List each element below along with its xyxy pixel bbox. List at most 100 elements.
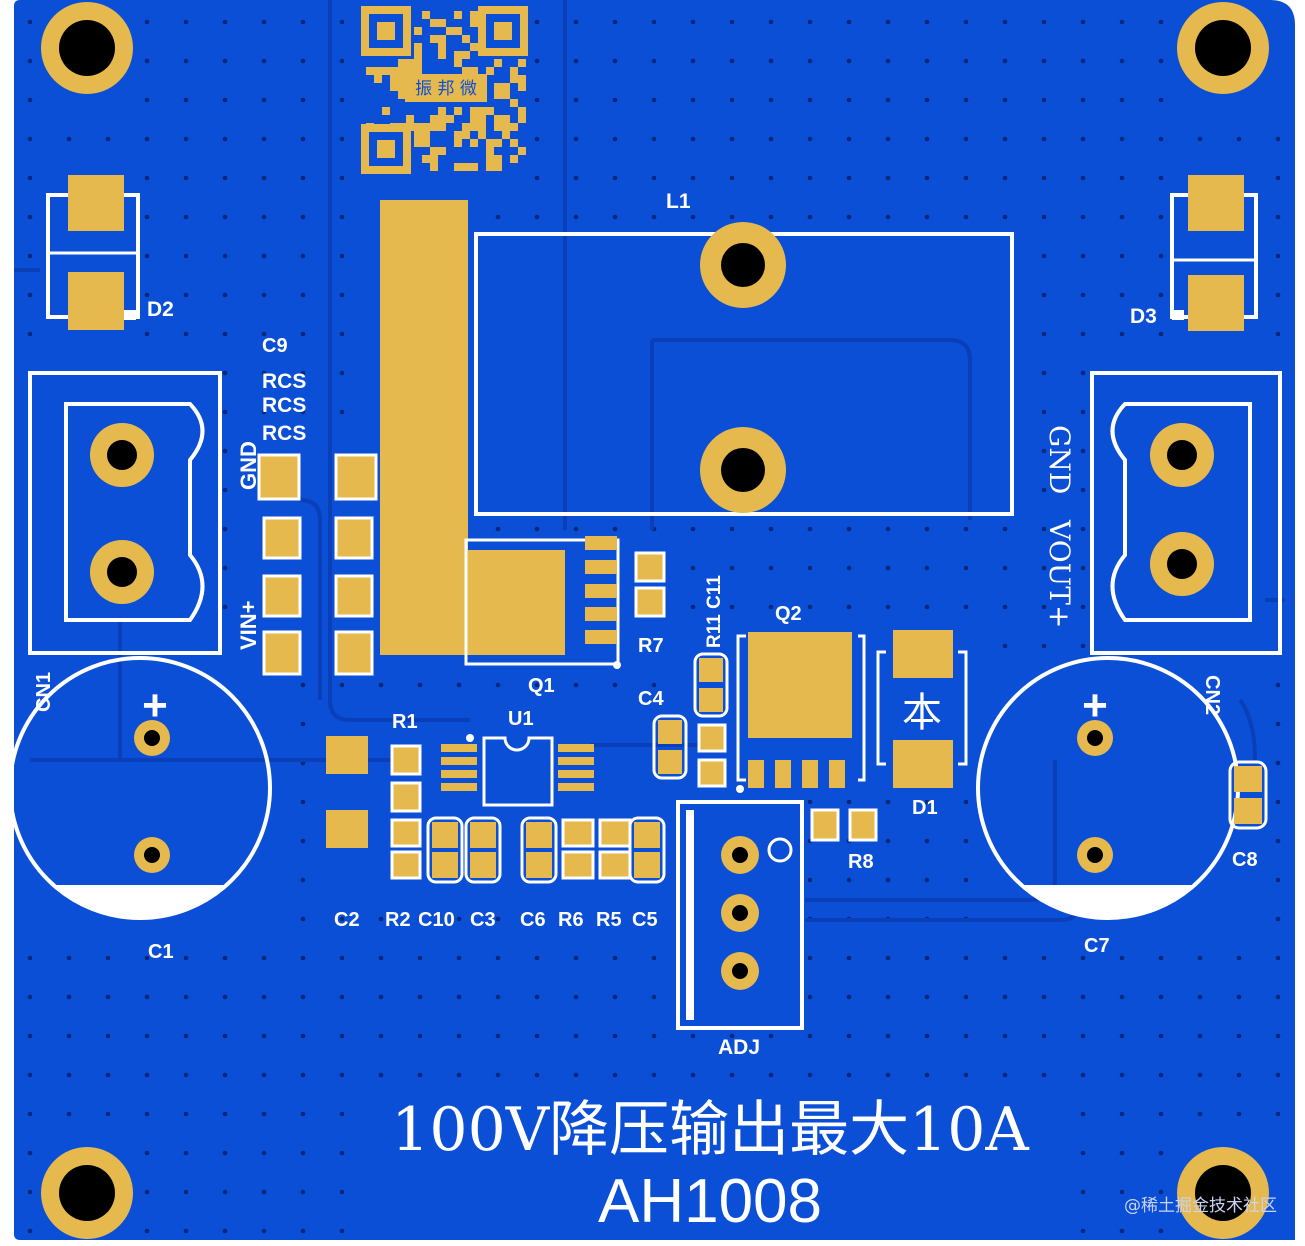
label-D2: D2 bbox=[147, 298, 174, 321]
via bbox=[846, 526, 852, 532]
via bbox=[1236, 1033, 1242, 1039]
via bbox=[1158, 292, 1164, 298]
via bbox=[495, 214, 501, 220]
via bbox=[1236, 955, 1242, 961]
via bbox=[573, 916, 579, 922]
label-C8: C8 bbox=[1232, 849, 1258, 871]
via-grid bbox=[27, 19, 1281, 1234]
via bbox=[27, 253, 33, 259]
via bbox=[1080, 955, 1086, 961]
via bbox=[807, 565, 813, 571]
qr-module bbox=[422, 131, 430, 139]
via bbox=[1158, 253, 1164, 259]
via bbox=[1041, 487, 1047, 493]
via bbox=[222, 253, 228, 259]
via bbox=[573, 136, 579, 142]
via bbox=[27, 1228, 33, 1234]
via bbox=[807, 877, 813, 883]
via bbox=[963, 1072, 969, 1078]
via bbox=[183, 994, 189, 1000]
via bbox=[729, 58, 735, 64]
via bbox=[27, 1033, 33, 1039]
qr-module bbox=[406, 115, 414, 123]
via bbox=[183, 1228, 189, 1234]
qr-module bbox=[454, 27, 462, 35]
via bbox=[1119, 58, 1125, 64]
via bbox=[1080, 19, 1086, 25]
via bbox=[300, 721, 306, 727]
label-U1: U1 bbox=[508, 708, 534, 730]
via bbox=[1119, 994, 1125, 1000]
via bbox=[378, 955, 384, 961]
qr-module bbox=[414, 59, 422, 67]
qr-module bbox=[414, 131, 422, 139]
via bbox=[807, 604, 813, 610]
via bbox=[807, 58, 813, 64]
via bbox=[339, 955, 345, 961]
diode-D2: D2 bbox=[46, 175, 174, 330]
via bbox=[1119, 1072, 1125, 1078]
via bbox=[573, 994, 579, 1000]
inductor-L1: L1 bbox=[474, 190, 1014, 516]
qr-logo-text: 振 邦 微 bbox=[415, 79, 477, 99]
via bbox=[1080, 175, 1086, 181]
via bbox=[924, 1072, 930, 1078]
via bbox=[1080, 565, 1086, 571]
via bbox=[1041, 370, 1047, 376]
via bbox=[300, 1033, 306, 1039]
via bbox=[27, 331, 33, 337]
qr-module bbox=[478, 131, 486, 139]
label-R5: R5 bbox=[596, 909, 622, 931]
qr-module bbox=[414, 67, 422, 75]
mosfet-Q1: Q1 bbox=[464, 536, 621, 697]
via bbox=[768, 565, 774, 571]
via bbox=[963, 1033, 969, 1039]
via bbox=[222, 448, 228, 454]
via bbox=[729, 136, 735, 142]
via bbox=[222, 331, 228, 337]
board-title: 100V降压输出最大10A bbox=[391, 1095, 1029, 1165]
via bbox=[612, 955, 618, 961]
via bbox=[1197, 136, 1203, 142]
via bbox=[339, 916, 345, 922]
via bbox=[495, 1033, 501, 1039]
via bbox=[222, 1033, 228, 1039]
qr-module bbox=[470, 67, 478, 75]
mosfet-Q2: Q2 bbox=[736, 603, 866, 793]
via bbox=[534, 136, 540, 142]
via bbox=[846, 955, 852, 961]
via bbox=[963, 214, 969, 220]
qr-module bbox=[390, 83, 398, 91]
via bbox=[222, 292, 228, 298]
via bbox=[1119, 175, 1125, 181]
via bbox=[924, 214, 930, 220]
via bbox=[144, 1228, 150, 1234]
via bbox=[105, 994, 111, 1000]
via bbox=[222, 175, 228, 181]
qr-module bbox=[438, 123, 446, 131]
via bbox=[963, 526, 969, 532]
via bbox=[1080, 994, 1086, 1000]
qr-module bbox=[470, 11, 478, 19]
via bbox=[144, 175, 150, 181]
via bbox=[963, 877, 969, 883]
via bbox=[573, 955, 579, 961]
qr-module bbox=[438, 19, 446, 27]
via bbox=[963, 955, 969, 961]
via bbox=[612, 136, 618, 142]
via bbox=[729, 214, 735, 220]
via bbox=[339, 1072, 345, 1078]
via bbox=[1002, 97, 1008, 103]
qr-module bbox=[494, 91, 502, 99]
via bbox=[573, 19, 579, 25]
via bbox=[1197, 955, 1203, 961]
qr-module bbox=[494, 115, 502, 123]
via bbox=[729, 1072, 735, 1078]
label-C9: C9 bbox=[262, 335, 288, 357]
via bbox=[1158, 331, 1164, 337]
via bbox=[612, 682, 618, 688]
qr-module bbox=[446, 115, 454, 123]
qr-module bbox=[374, 75, 382, 83]
via bbox=[1158, 1228, 1164, 1234]
via bbox=[807, 1033, 813, 1039]
